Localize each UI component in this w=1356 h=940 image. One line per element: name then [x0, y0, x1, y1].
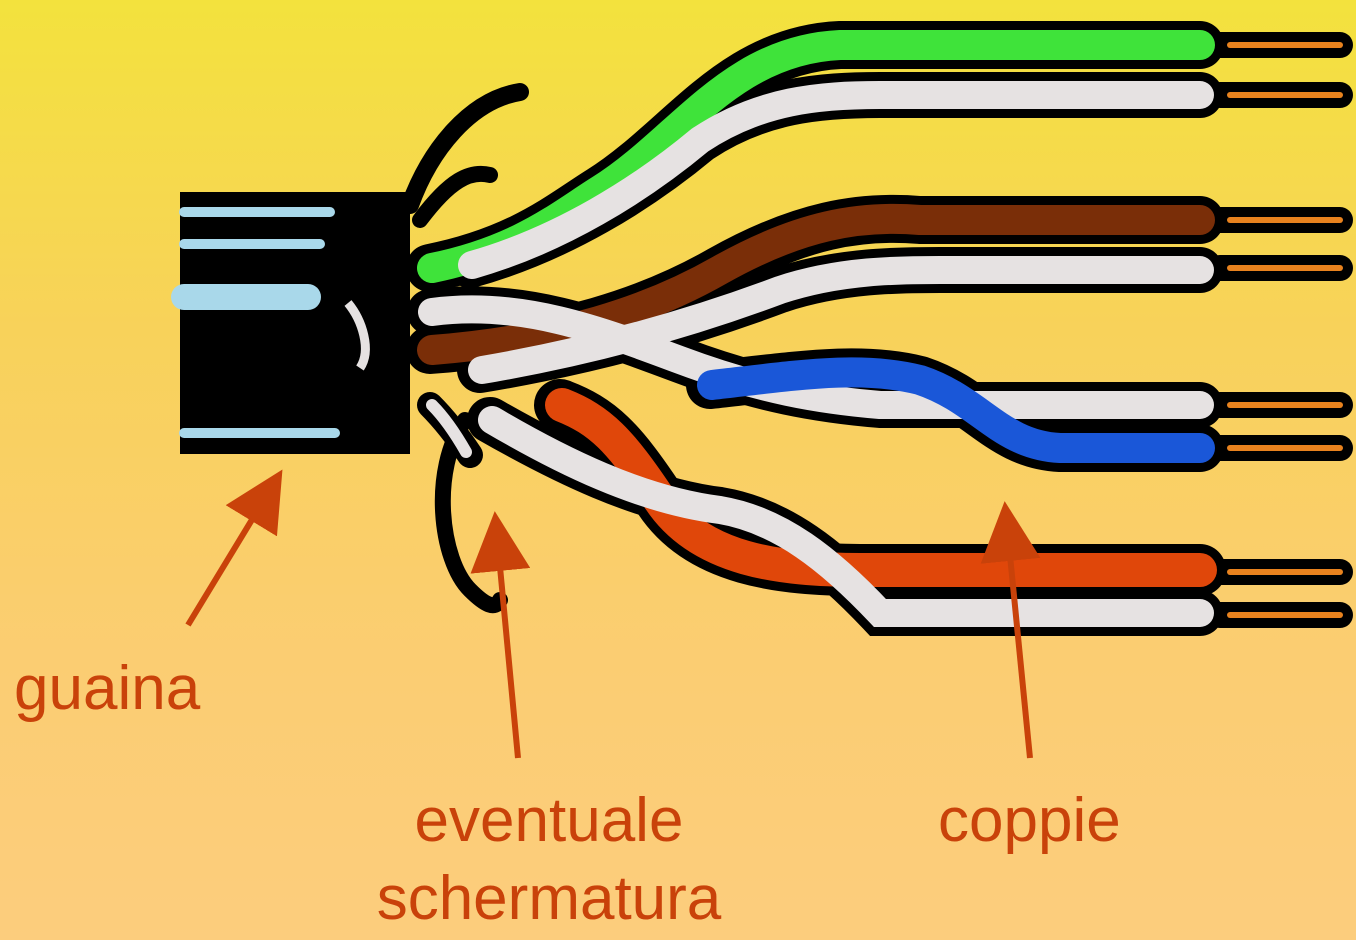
label-pairs: coppie — [938, 790, 1121, 852]
label-sheath: guaina — [14, 658, 200, 720]
arrow-schermatura-icon — [497, 535, 518, 758]
conductor-ends — [1230, 45, 1340, 615]
label-shield-line1: eventuale — [409, 790, 689, 852]
label-shield-line2: schermatura — [352, 868, 746, 930]
cable-sheath-icon — [180, 192, 410, 454]
arrow-guaina-icon — [188, 490, 270, 625]
